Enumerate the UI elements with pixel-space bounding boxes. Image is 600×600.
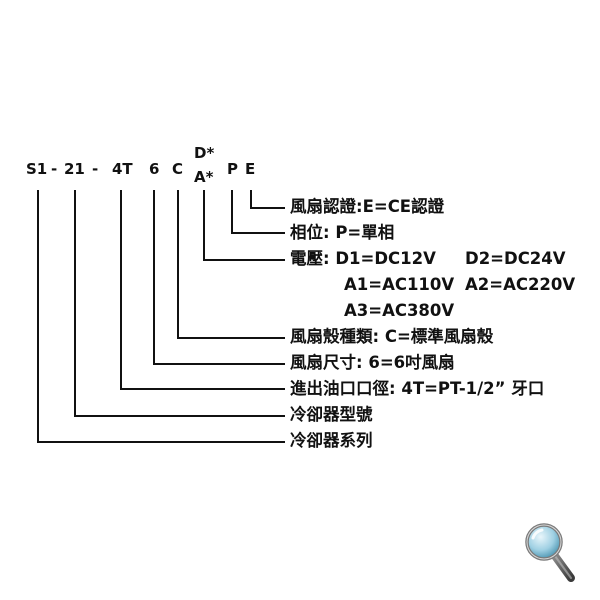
connector-voltage: [203, 190, 285, 261]
code-fan-size: 6: [149, 160, 160, 178]
label-voltage-3: A3=AC380V: [344, 301, 455, 320]
label-fan-cert: 風扇認證:E=CE認證: [290, 197, 445, 216]
code-cert: E: [245, 160, 256, 178]
connector-series: [37, 190, 285, 443]
connector-model: [74, 190, 285, 417]
code-voltage-a: A*: [194, 168, 214, 186]
code-phase: P: [227, 160, 238, 178]
label-fan-size: 風扇尺寸: 6=6吋風扇: [290, 353, 455, 372]
connector-fan-shell: [177, 190, 285, 339]
label-model: 冷卻器型號: [290, 405, 373, 424]
label-phase: 相位: P=單相: [290, 223, 395, 242]
code-series: S1: [26, 160, 48, 178]
label-series: 冷卻器系列: [290, 431, 373, 450]
code-voltage-d: D*: [194, 144, 215, 162]
code-port: 4T: [112, 160, 133, 178]
label-voltage-2b: A2=AC220V: [465, 275, 576, 294]
code-fan-shell: C: [172, 160, 184, 178]
label-voltage-1: 電壓: D1=DC12V: [290, 249, 436, 268]
code-dash-2: -: [92, 160, 99, 178]
magnifier-icon[interactable]: [522, 520, 578, 584]
connector-cert: [250, 190, 285, 209]
code-model: 21: [64, 160, 85, 178]
connector-fan-size: [153, 190, 285, 365]
label-voltage-2a: A1=AC110V: [344, 275, 455, 294]
connector-phase: [231, 190, 285, 234]
label-voltage-1b: D2=DC24V: [465, 249, 566, 268]
label-port: 進出油口口徑: 4T=PT-1/2” 牙口: [290, 379, 545, 398]
label-fan-shell: 風扇殼種類: C=標準風扇殼: [290, 327, 494, 346]
code-dash-1: -: [51, 160, 58, 178]
connector-port: [120, 190, 285, 390]
